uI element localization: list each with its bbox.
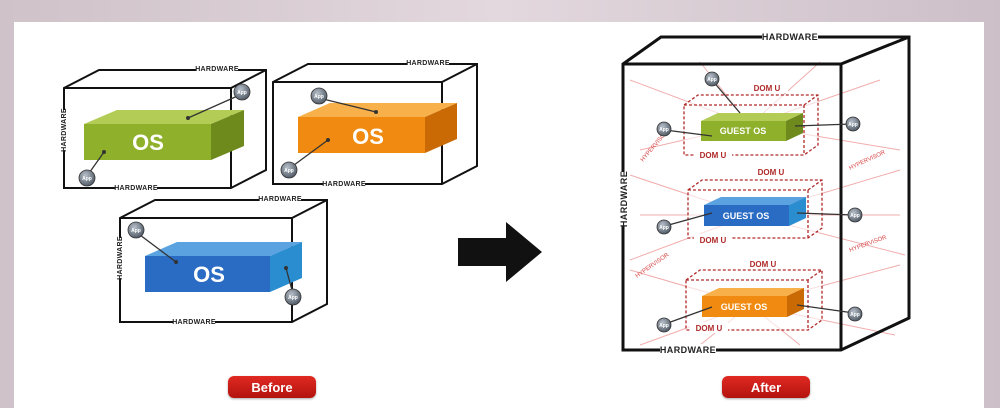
app-icon: App: [127, 221, 145, 239]
guest-os-3: DOM U DOM U GUEST OS App App: [656, 258, 863, 333]
svg-text:App: App: [284, 168, 294, 174]
hardware-label: HARDWARE: [195, 66, 239, 73]
svg-text:App: App: [82, 176, 92, 182]
hardware-label: HARDWARE: [406, 60, 450, 67]
hypervisor-label: HYPERVISOR: [848, 150, 887, 172]
after-badge: After: [722, 376, 810, 398]
before-box-1: OS HARDWARE HARDWARE HARDWARE App App: [58, 64, 267, 193]
app-icon: App: [656, 317, 672, 333]
hardware-label: HARDWARE: [619, 171, 629, 227]
svg-text:App: App: [131, 228, 141, 234]
os-block-front: [84, 124, 211, 160]
os-block-side: [425, 103, 457, 153]
dom-u-label: DOM U: [700, 236, 727, 245]
app-icon: App: [847, 306, 863, 322]
guest-os-label: GUEST OS: [721, 302, 768, 312]
os-label: OS: [132, 130, 164, 155]
app-icon: App: [233, 83, 251, 101]
svg-text:App: App: [237, 90, 247, 96]
svg-text:App: App: [659, 323, 669, 329]
svg-text:App: App: [850, 213, 860, 219]
svg-text:App: App: [288, 295, 298, 301]
app-icon: App: [78, 169, 96, 187]
app-icon: App: [656, 219, 672, 235]
hardware-label: HARDWARE: [322, 181, 366, 188]
hardware-label: HARDWARE: [172, 319, 216, 326]
svg-text:App: App: [314, 94, 324, 100]
dom-u-label: DOM U: [758, 168, 785, 177]
svg-text:App: App: [659, 225, 669, 231]
before-box-3: OS HARDWARE HARDWARE HARDWARE App App: [114, 194, 328, 327]
hardware-label: HARDWARE: [114, 185, 158, 192]
app-icon: App: [847, 207, 863, 223]
app-icon: App: [280, 161, 298, 179]
svg-text:App: App: [707, 77, 717, 83]
hardware-label: HARDWARE: [61, 108, 68, 152]
before-box-2: OS HARDWARE HARDWARE App App: [272, 58, 478, 189]
hardware-label: HARDWARE: [762, 32, 818, 42]
dom-u-label: DOM U: [700, 151, 727, 160]
hardware-label: HARDWARE: [660, 345, 716, 355]
os-block-front: [145, 256, 270, 292]
app-icon: App: [284, 288, 302, 306]
hardware-label: HARDWARE: [258, 196, 302, 203]
dom-u-label: DOM U: [750, 260, 777, 269]
guest-os-label: GUEST OS: [720, 126, 767, 136]
app-icon: App: [845, 116, 861, 132]
dom-u-label: DOM U: [696, 324, 723, 333]
os-block-top: [84, 110, 244, 124]
svg-text:App: App: [850, 312, 860, 318]
app-icon: App: [656, 121, 672, 137]
app-icon: App: [310, 87, 328, 105]
guest-os-label: GUEST OS: [723, 211, 770, 221]
hardware-label: HARDWARE: [117, 236, 124, 280]
os-block-top: [145, 242, 302, 256]
os-block-top: [298, 103, 457, 117]
guest-os-1: DOM U DOM U GUEST OS App App App: [656, 71, 861, 160]
app-icon: App: [704, 71, 720, 87]
dom-u-label: DOM U: [754, 84, 781, 93]
hypervisor-label: HYPERVISOR: [849, 235, 889, 254]
os-block-side: [211, 110, 244, 160]
svg-text:App: App: [848, 122, 858, 128]
os-label: OS: [193, 262, 225, 287]
os-label: OS: [352, 124, 384, 149]
guest-os-2: DOM U DOM U GUEST OS App App: [656, 166, 863, 245]
transition-arrow-icon: [458, 222, 542, 282]
svg-text:App: App: [659, 127, 669, 133]
before-badge: Before: [228, 376, 316, 398]
